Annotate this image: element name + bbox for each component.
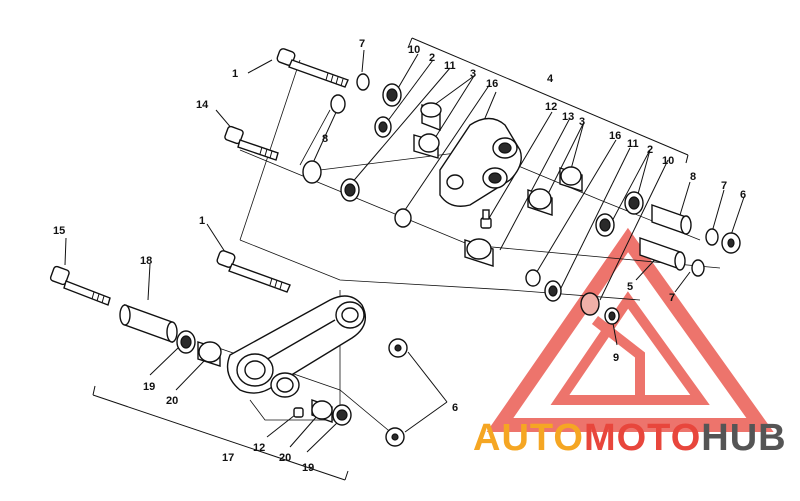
callout-7c: 7 bbox=[669, 292, 675, 304]
grease-nipple-12-lower bbox=[293, 407, 304, 418]
callout-16b: 16 bbox=[609, 130, 621, 142]
bearing-19-right bbox=[332, 404, 352, 426]
watermark-moto: MOTO bbox=[584, 417, 701, 459]
callout-5: 5 bbox=[627, 281, 633, 293]
washer-7-upper bbox=[356, 73, 370, 91]
bushing-13 bbox=[464, 238, 494, 267]
bearing-11-upper-left bbox=[374, 116, 392, 138]
grease-nipple-12-upper bbox=[480, 209, 492, 229]
bearing-2-right bbox=[624, 191, 644, 215]
callout-13: 13 bbox=[562, 111, 574, 123]
callout-2b: 2 bbox=[647, 144, 653, 156]
callout-8b: 8 bbox=[690, 171, 696, 183]
washer-7-lower bbox=[691, 259, 705, 277]
callout-20a: 20 bbox=[166, 395, 178, 407]
callout-1a: 1 bbox=[232, 68, 238, 80]
logo-hook bbox=[591, 316, 645, 395]
callout-1b: 1 bbox=[199, 215, 205, 227]
callout-19a: 19 bbox=[143, 381, 155, 393]
seal-16-right bbox=[525, 269, 541, 287]
washer-8-upper-a bbox=[330, 94, 346, 114]
callout-3a: 3 bbox=[470, 68, 476, 80]
bushing-20-right bbox=[311, 399, 333, 423]
bushing-3-right-a bbox=[559, 166, 583, 192]
washer-8-upper-b bbox=[302, 160, 322, 184]
bearing-2-upper-left bbox=[382, 83, 402, 107]
bolt-15 bbox=[49, 265, 111, 306]
callout-8a: 8 bbox=[322, 133, 328, 145]
callout-9: 9 bbox=[613, 352, 619, 364]
callout-12a: 12 bbox=[545, 101, 557, 113]
callout-10b: 10 bbox=[662, 155, 674, 167]
nut-6-right bbox=[721, 232, 741, 254]
callout-10a: 10 bbox=[408, 44, 420, 56]
callout-19b: 19 bbox=[302, 462, 314, 474]
callout-7b: 7 bbox=[721, 180, 727, 192]
callout-18: 18 bbox=[140, 255, 152, 267]
bushing-3-right-b bbox=[527, 188, 553, 216]
callout-17: 17 bbox=[222, 452, 234, 464]
washer-7-right bbox=[705, 228, 719, 246]
rocker-block-4 bbox=[439, 117, 522, 207]
nut-6-lower-b bbox=[385, 427, 405, 447]
dogbone-link-17 bbox=[226, 295, 366, 398]
watermark-hub: HUB bbox=[701, 417, 786, 459]
spacer-5 bbox=[639, 237, 686, 271]
bolt-1-upper bbox=[276, 48, 349, 88]
watermark-logo bbox=[486, 227, 774, 432]
bearing-10-right bbox=[595, 213, 615, 237]
bearing-11-right bbox=[544, 280, 562, 302]
logo-triangle-outer bbox=[486, 227, 774, 432]
callout-15: 15 bbox=[53, 225, 65, 237]
bolt-14 bbox=[224, 125, 279, 161]
sleeve-18 bbox=[119, 304, 178, 343]
bushing-3-upper-a bbox=[420, 102, 442, 132]
callout-14: 14 bbox=[196, 99, 209, 111]
nut-6-lower-a bbox=[388, 338, 408, 358]
callout-4: 4 bbox=[547, 73, 554, 85]
bushing-3-upper-b bbox=[413, 133, 440, 159]
callout-6b: 6 bbox=[452, 402, 458, 414]
callout-11a: 11 bbox=[444, 60, 456, 72]
callout-16a: 16 bbox=[486, 78, 498, 90]
watermark-text: AUTOMOTOHUB bbox=[473, 417, 787, 459]
bushing-20-left bbox=[197, 341, 222, 367]
watermark-auto: AUTO bbox=[473, 417, 584, 459]
callout-3b: 3 bbox=[579, 116, 585, 128]
logo-triangle-inner bbox=[550, 291, 710, 405]
callout-labels: 1 7 10 2 11 3 16 4 14 8 12 13 3 16 11 2 … bbox=[53, 38, 746, 474]
callout-11b: 11 bbox=[627, 138, 639, 150]
bushing-9 bbox=[580, 292, 620, 325]
callout-6a: 6 bbox=[740, 189, 746, 201]
bearing-19-left bbox=[176, 330, 196, 354]
callout-7a: 7 bbox=[359, 38, 365, 50]
bolt-1-lower bbox=[216, 250, 291, 293]
upper-assembly bbox=[224, 48, 741, 325]
callout-20b: 20 bbox=[279, 452, 291, 464]
bearing-11-mid bbox=[340, 178, 360, 202]
callout-12b: 12 bbox=[253, 442, 265, 454]
callout-2a: 2 bbox=[429, 52, 435, 64]
lower-assembly bbox=[49, 250, 408, 447]
seal-16-upper bbox=[394, 208, 412, 228]
sleeve-8-right bbox=[651, 204, 692, 235]
